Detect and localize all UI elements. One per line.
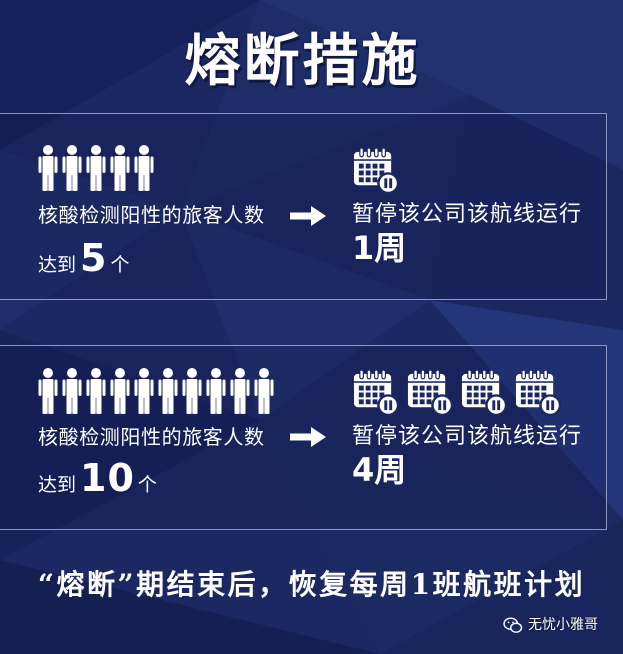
watermark-label: 无忧小雅哥 — [528, 617, 598, 633]
person-icon — [230, 368, 250, 414]
calendar-pause-icon — [515, 369, 561, 416]
calendar-pause-icon — [353, 369, 399, 416]
person-icon — [134, 368, 154, 414]
calendar-pause-icon — [353, 147, 399, 194]
wechat-icon — [503, 616, 523, 633]
page-title: 熔断措施 — [184, 29, 421, 94]
threshold-unit: 个 — [110, 254, 130, 276]
footer-note: “熔断”期结束后，恢复每周1班航班计划 — [37, 568, 586, 601]
threshold-number: 5 — [80, 236, 108, 280]
calendar-icon-row — [352, 369, 561, 416]
arrow-right-icon — [290, 206, 326, 226]
suspension-duration: 4周 — [352, 451, 407, 489]
person-icon — [110, 368, 130, 414]
person-icon — [86, 368, 106, 414]
person-icon — [158, 368, 178, 414]
action-text: 暂停该公司该航线运行 — [352, 202, 583, 227]
person-icon-row — [38, 145, 154, 191]
person-icon — [38, 145, 58, 191]
person-icon-row — [38, 368, 274, 414]
person-icon — [182, 368, 202, 414]
threshold-number: 10 — [80, 456, 135, 500]
arrow-right-icon — [290, 427, 326, 447]
calendar-pause-icon — [407, 369, 453, 416]
person-icon — [134, 145, 154, 191]
threshold-unit: 个 — [137, 474, 157, 496]
threshold-prefix: 达到 — [38, 254, 77, 276]
calendar-pause-icon — [461, 369, 507, 416]
condition-text: 核酸检测阳性的旅客人数 — [38, 203, 265, 227]
suspension-duration: 1周 — [352, 229, 407, 267]
person-icon — [254, 368, 274, 414]
person-icon — [38, 368, 58, 414]
watermark: 无忧小雅哥 — [503, 615, 598, 635]
person-icon — [62, 145, 82, 191]
calendar-icon-row — [352, 147, 399, 194]
action-text: 暂停该公司该航线运行 — [352, 424, 583, 449]
condition-text: 核酸检测阳性的旅客人数 — [38, 425, 265, 449]
person-icon — [86, 145, 106, 191]
person-icon — [62, 368, 82, 414]
person-icon — [110, 145, 130, 191]
person-icon — [206, 368, 226, 414]
threshold-prefix: 达到 — [38, 474, 77, 496]
